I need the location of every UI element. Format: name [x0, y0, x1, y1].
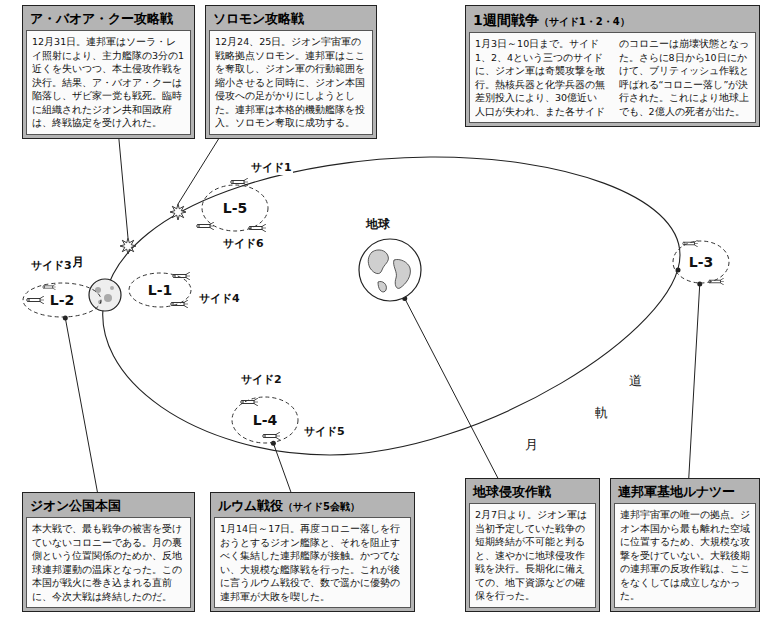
point-name: L-1: [128, 272, 192, 308]
lagrange-point: L-2: [22, 282, 102, 318]
box-header: 地球侵攻作戦: [469, 482, 596, 503]
lagrange-point: L-5: [201, 184, 269, 232]
box-header: ジオン公国本国: [26, 496, 191, 517]
side-label: サイド1: [250, 160, 293, 175]
leader-dot: [271, 441, 276, 446]
dashed-ellipse-outline: [202, 185, 268, 231]
earth: 地球: [358, 238, 422, 302]
leader-line: [405, 298, 498, 478]
side-label: サイド5: [303, 424, 346, 439]
box-header: 連邦軍基地ルナツー: [614, 482, 756, 503]
battle-explosion: [170, 204, 186, 220]
battle-box: ア・バオア・クー攻略戦 12月31日。連邦軍はソーラ・レイ照射により、主力艦隊の3…: [22, 5, 195, 139]
box-body-frame: 連邦宇宙軍の唯一の拠点。ジオン本国から最も離れた空域に位置するため、大規模な攻撃…: [614, 503, 756, 607]
box-subtitle: （サイド1・2・4）: [539, 16, 630, 27]
orbit-label: 月: [524, 436, 539, 454]
battle-box: ソロモン攻略戦 12月24、25日。ジオン宇宙軍の戦略拠点ソロモン。連邦軍はここを…: [205, 5, 377, 139]
box-header: ソロモン攻略戦: [209, 9, 373, 30]
box-header: ルウム戦役（サイド5会戦）: [214, 496, 411, 517]
continent: [368, 250, 388, 274]
leader-line: [65, 318, 97, 492]
leader-line: [273, 443, 291, 492]
colony-icon: [231, 178, 248, 186]
moon-crater: [104, 294, 112, 302]
moon-crater: [95, 287, 101, 293]
point-name: L-2: [22, 282, 102, 318]
base-box: 連邦軍基地ルナツー連邦宇宙軍の唯一の拠点。ジオン本国から最も離れた空域に位置する…: [610, 478, 760, 612]
earth-label: 地球: [366, 216, 390, 233]
dashed-ellipse-outline: [23, 283, 101, 317]
operation-box: 地球侵攻作戦 2月7日より。ジオン軍は当初予定していた戦争の短期終結が不可能と判る…: [465, 478, 600, 612]
box-body-text: 本大戦で、最も戦争の被害を受けていないコロニーである。月の裏側という位置関係のた…: [32, 522, 185, 603]
box-header: 1週間戦争（サイド1・2・4）: [469, 9, 756, 32]
box-body-text: 12月31日。連邦軍はソーラ・レイ照射により、主力艦隊の3分の1近くを失いつつ、…: [32, 35, 185, 129]
colony-icon: [263, 432, 280, 440]
box-title: ソロモン攻略戦: [213, 11, 304, 26]
orbit-label: 軌: [594, 404, 609, 422]
box-body-frame: 12月31日。連邦軍はソーラ・レイ照射により、主力艦隊の3分の1近くを失いつつ、…: [26, 30, 191, 134]
dashed-ellipse-outline: [129, 273, 191, 307]
side-label: サイド2: [240, 372, 283, 387]
colony-icon: [197, 222, 214, 230]
colony-icon: [683, 240, 698, 247]
battle-leader: [178, 139, 219, 204]
colony-icon: [241, 398, 258, 406]
box-body-frame: 2月7日より。ジオン軍は当初予定していた戦争の短期終結が不可能と判ると、速やかに…: [469, 503, 596, 607]
box-body-text: 1月3日～10日まで。サイド1、2、4という三つのサイドに、ジオン軍は奇襲攻撃を…: [475, 37, 750, 118]
box-title: 連邦軍基地ルナツー: [618, 484, 735, 499]
colony-icon: [173, 272, 190, 280]
dashed-ellipse-outline: [232, 397, 298, 443]
lagrange-point: L-3: [672, 240, 730, 284]
colony-icon: [171, 300, 188, 308]
leader-dot: [63, 315, 68, 320]
box-body-text: 連邦宇宙軍の唯一の拠点。ジオン本国から最も離れた空域に位置するため、大規模な攻撃…: [620, 508, 750, 602]
box-body-text: 1月14日～17日。再度コロニー落しを行おうとするジオン艦隊と、それを阻止すべく…: [220, 522, 405, 603]
moon-outline: [89, 279, 121, 311]
box-title: ルウム戦役: [218, 498, 283, 513]
point-name: L-5: [201, 184, 269, 232]
moon-label: 月: [72, 254, 84, 271]
dashed-ellipse-outline: [673, 241, 729, 283]
location-box: ジオン公国本国本大戦で、最も戦争の被害を受けていないコロニーである。月の裏側とい…: [22, 492, 195, 612]
side-label: サイド3: [30, 258, 73, 273]
battle-box: ルウム戦役（サイド5会戦） 1月14日～17日。再度コロニー落しを行おうとするジオ…: [210, 492, 415, 612]
point-name: L-4: [231, 396, 299, 444]
box-body-frame: 1月3日～10日まで。サイド1、2、4という三つのサイドに、ジオン軍は奇襲攻撃を…: [469, 32, 756, 123]
continent: [378, 281, 386, 291]
continent: [394, 259, 411, 288]
leader-line: [689, 284, 700, 478]
earth-outline: [359, 239, 421, 301]
box-header: ア・バオア・クー攻略戦: [26, 9, 191, 30]
leader-dot: [697, 281, 702, 286]
battle-leader: [119, 139, 128, 238]
side-label: サイド4: [198, 291, 241, 306]
side-label: サイド6: [222, 236, 265, 251]
box-subtitle: （サイド5会戦）: [283, 501, 360, 512]
battle-explosion: [120, 238, 136, 254]
orbit-label: 道: [628, 372, 643, 390]
moon-crater: [110, 286, 114, 290]
lagrange-point: L-1: [128, 272, 192, 308]
moon-orbit: [103, 157, 680, 455]
colony-icon: [249, 224, 266, 232]
box-body-text: 12月24、25日。ジオン宇宙軍の戦略拠点ソロモン。連邦軍はここを奪取し、ジオン…: [215, 35, 367, 129]
lagrange-point: L-4: [231, 396, 299, 444]
box-body-text: 2月7日より。ジオン軍は当初予定していた戦争の短期終結が不可能と判ると、速やかに…: [475, 508, 590, 602]
moon-drawing: [88, 278, 122, 312]
earth-drawing: [358, 238, 422, 302]
colony-icon: [27, 296, 44, 304]
box-title: 1週間戦争: [473, 12, 539, 28]
box-body-frame: 1月14日～17日。再度コロニー落しを行おうとするジオン艦隊と、それを阻止すべく…: [214, 517, 411, 608]
box-title: ア・バオア・クー攻略戦: [30, 11, 173, 26]
war-box: 1週間戦争（サイド1・2・4） 1月3日～10日まで。サイド1、2、4という三つの…: [465, 5, 760, 127]
box-body-frame: 本大戦で、最も戦争の被害を受けていないコロニーである。月の裏側という位置関係のた…: [26, 517, 191, 608]
box-body-frame: 12月24、25日。ジオン宇宙軍の戦略拠点ソロモン。連邦軍はここを奪取し、ジオン…: [209, 30, 373, 134]
point-name: L-3: [672, 240, 730, 284]
box-title: 地球侵攻作戦: [473, 484, 551, 499]
box-title: ジオン公国本国: [30, 498, 121, 513]
moon: 月: [88, 278, 122, 312]
